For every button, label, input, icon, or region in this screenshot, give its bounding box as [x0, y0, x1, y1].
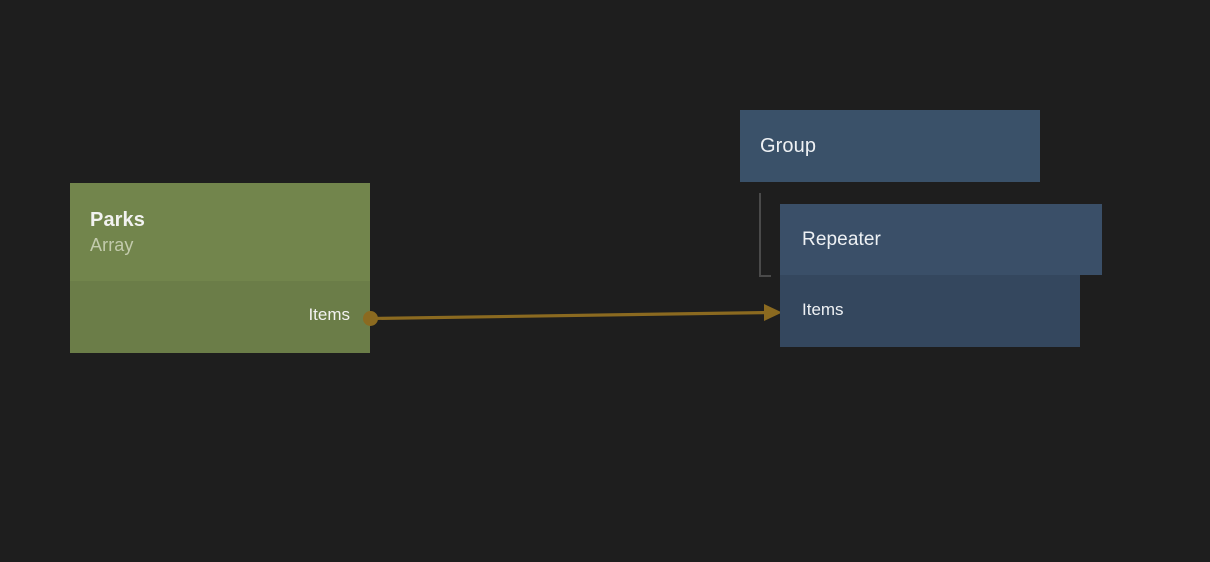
node-parks-subtitle: Array: [90, 234, 134, 255]
node-repeater-title: Repeater: [802, 229, 881, 250]
node-repeater-input-port[interactable]: Items: [802, 299, 844, 321]
node-parks-output-port-label: Items: [308, 305, 350, 324]
node-repeater-input-port-label: Items: [802, 300, 844, 319]
node-parks-body[interactable]: Items: [70, 281, 370, 353]
node-parks[interactable]: Parks Array Items: [70, 183, 370, 353]
node-group[interactable]: Group: [740, 110, 1040, 182]
node-group-title: Group: [760, 135, 817, 157]
node-repeater-body[interactable]: Items: [780, 275, 1080, 347]
node-parks-output-port[interactable]: Items: [308, 304, 350, 326]
node-parks-title: Parks: [90, 208, 145, 231]
node-repeater[interactable]: Repeater Items: [780, 204, 1102, 347]
node-repeater-header[interactable]: Repeater: [780, 204, 1102, 275]
node-group-header[interactable]: Group: [740, 110, 1040, 182]
connection-edge-parks-items-to-repeater-items[interactable]: [370, 310, 771, 321]
node-parks-output-port-dot[interactable]: [363, 311, 378, 326]
node-parks-header[interactable]: Parks Array: [70, 183, 370, 281]
tree-branch-connector: [759, 193, 771, 277]
